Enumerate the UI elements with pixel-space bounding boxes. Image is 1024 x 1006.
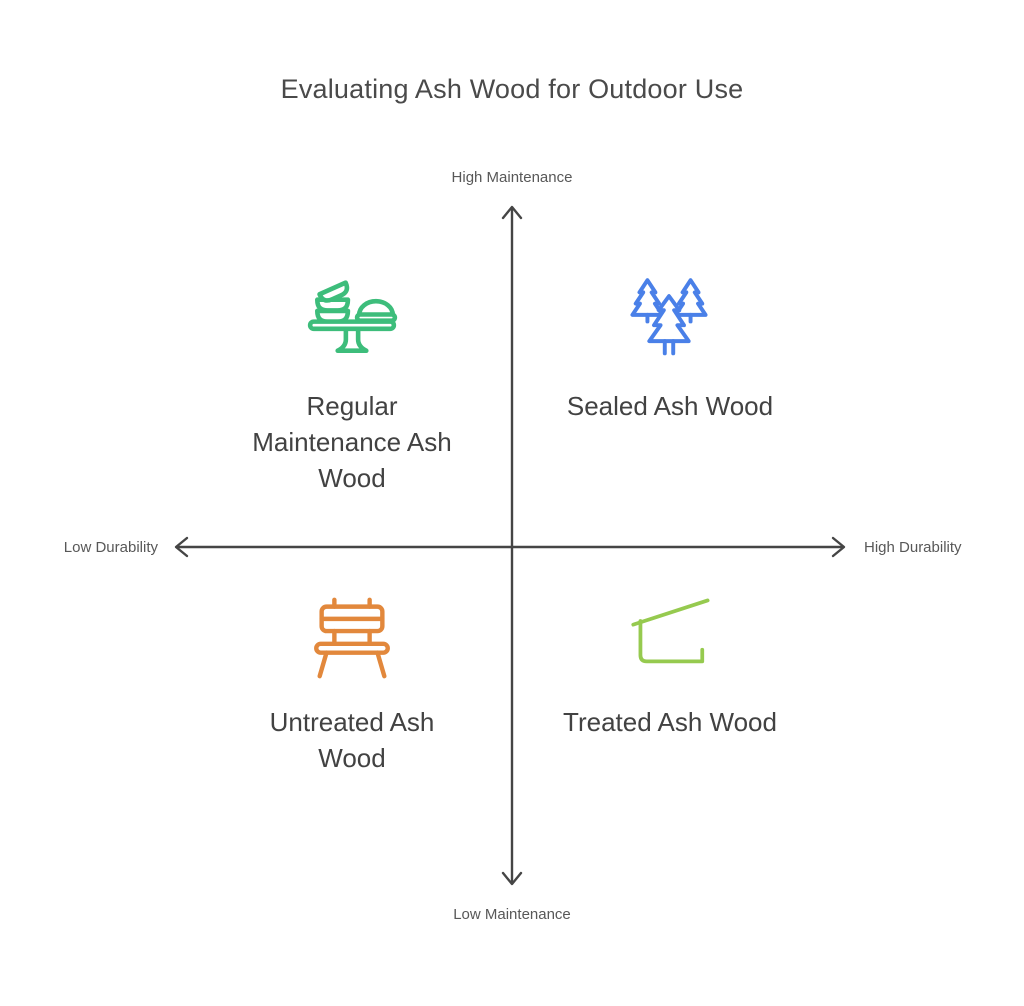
axis-label-high-durability: High Durability [864, 539, 962, 556]
arrow-right-icon [831, 536, 846, 558]
quadrant-label-untreated-ash-wood: Untreated Ash Wood [269, 707, 435, 773]
arrow-up-icon [501, 205, 523, 220]
diagram-title: Evaluating Ash Wood for Outdoor Use [280, 74, 744, 104]
quadrant-label-regular-maintenance-ash-wood: Regular Maintenance Ash Wood [252, 391, 452, 493]
arrow-down-icon [501, 871, 523, 886]
bench-icon [305, 589, 399, 688]
quadrant-label-treated-ash-wood: Treated Ash Wood [563, 707, 777, 737]
arrow-left-icon [174, 536, 189, 558]
pine-trees-icon [624, 268, 714, 363]
axis-label-low-durability: Low Durability [63, 539, 158, 556]
axis-label-low-maintenance: Low Maintenance [453, 906, 571, 923]
quadrant-label-sealed-ash-wood: Sealed Ash Wood [566, 391, 774, 421]
lean-to-shelter-icon [627, 592, 713, 673]
cake-stand-icon [303, 266, 401, 369]
axis-label-high-maintenance: High Maintenance [451, 169, 573, 186]
